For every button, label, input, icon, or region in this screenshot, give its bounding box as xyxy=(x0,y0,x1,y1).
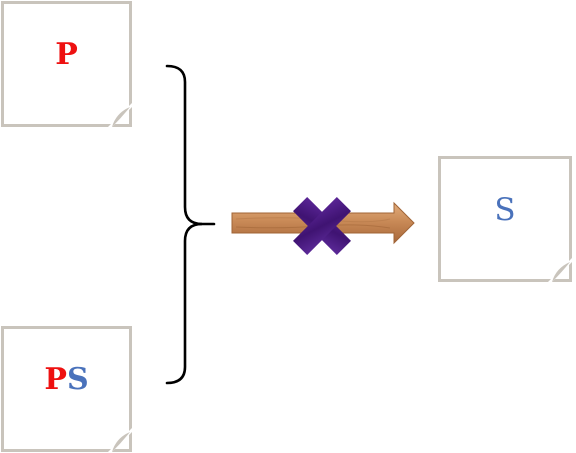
note-s-label: S xyxy=(441,195,569,226)
cross-mark-icon xyxy=(293,197,351,255)
note-s: S xyxy=(438,156,572,282)
label-segment-p: P xyxy=(55,37,78,72)
page-curl-icon xyxy=(108,428,132,452)
page-curl-icon xyxy=(108,103,132,127)
note-ps-label: PS xyxy=(4,365,129,395)
note-p-label: P xyxy=(4,40,129,70)
note-p: P xyxy=(1,1,132,127)
label-segment-p: P xyxy=(44,362,67,397)
label-segment-s: S xyxy=(66,362,89,397)
label-segment-s: S xyxy=(494,192,516,228)
page-curl-icon xyxy=(548,258,572,282)
note-ps: PS xyxy=(1,326,132,452)
